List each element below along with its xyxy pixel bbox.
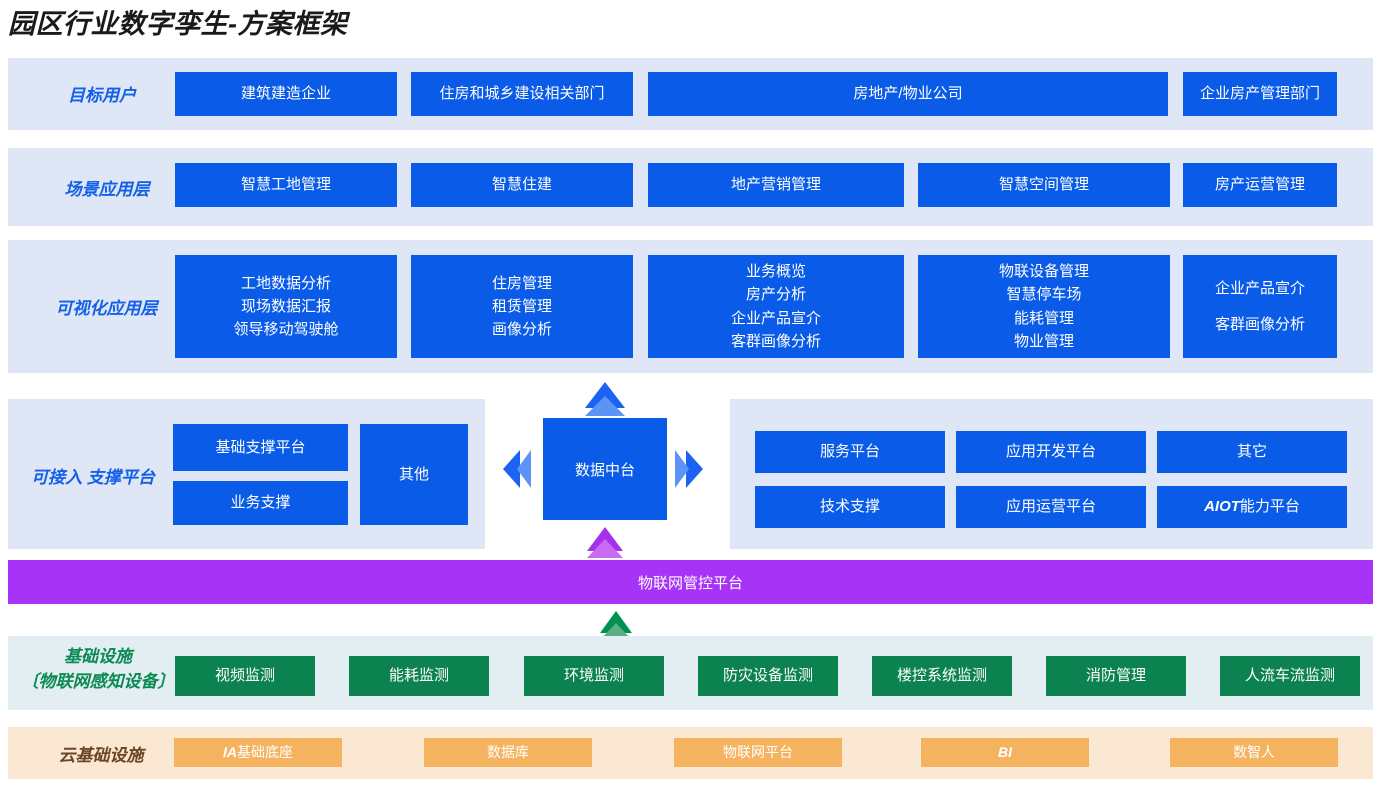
cloud-infra-box-3[interactable]: 物联网平台: [674, 738, 842, 767]
target-user-box-2[interactable]: 住房和城乡建设相关部门: [411, 72, 633, 116]
cloud-infra-box-4[interactable]: BI: [921, 738, 1089, 767]
visual-app-group-3-line-4: 客群画像分析: [730, 332, 821, 350]
arrow-right-light-icon: [675, 450, 689, 488]
support-left-box-1[interactable]: 基础支撑平台: [173, 424, 348, 471]
visual-app-group-5[interactable]: 企业产品宣介 客群画像分析: [1183, 255, 1337, 358]
infrastructure-label-line-1: 基础设施: [64, 647, 132, 666]
infrastructure-box-6[interactable]: 消防管理: [1046, 656, 1186, 696]
support-right-box-3[interactable]: 其它: [1157, 431, 1347, 473]
row-label-scenario-apps: 场景应用层: [64, 180, 150, 199]
infrastructure-box-3[interactable]: 环境监测: [524, 656, 664, 696]
visual-app-group-1-line-1: 工地数据分析: [240, 274, 331, 292]
visual-app-group-3-line-3: 企业产品宣介: [730, 309, 821, 327]
support-right-box-1[interactable]: 服务平台: [755, 431, 945, 473]
infrastructure-box-2[interactable]: 能耗监测: [349, 656, 489, 696]
cloud-box-4-label: BI: [998, 743, 1012, 760]
cloud-infra-box-1[interactable]: IA基础底座: [174, 738, 342, 767]
scenario-app-box-2[interactable]: 智慧住建: [411, 163, 633, 207]
visual-app-group-3-line-1: 业务概览: [745, 263, 806, 280]
support-right-box-6[interactable]: AIOT能力平台: [1157, 486, 1347, 528]
data-hub-box[interactable]: 数据中台: [543, 418, 667, 520]
support-right-box-4[interactable]: 技术支撑: [755, 486, 945, 528]
support-left-box-other[interactable]: 其他: [360, 424, 468, 525]
page-title: 园区行业数字孪生-方案框架: [8, 9, 348, 39]
visual-app-group-3[interactable]: 业务概览 房产分析 企业产品宣介 客群画像分析: [648, 255, 904, 358]
iot-control-platform-bar[interactable]: 物联网管控平台: [8, 560, 1373, 604]
cloud-infra-box-2[interactable]: 数据库: [424, 738, 592, 767]
visual-app-group-2-line-2: 租赁管理: [491, 297, 552, 315]
row-label-cloud-infrastructure: 云基础设施: [58, 746, 144, 765]
row-label-visual-apps: 可视化应用层: [55, 299, 158, 318]
infrastructure-box-4[interactable]: 防灾设备监测: [698, 656, 838, 696]
arrow-up-purple-light-icon: [587, 539, 623, 558]
visual-app-group-3-line-2: 房产分析: [745, 286, 806, 304]
row-label-support-platform: 可接入 支撑平台: [31, 468, 155, 487]
target-user-box-4[interactable]: 企业房产管理部门: [1183, 72, 1337, 116]
row-label-target-users: 目标用户: [68, 86, 136, 105]
arrow-up-light-icon: [585, 396, 625, 416]
visual-app-group-4-line-1: 物联设备管理: [998, 263, 1089, 280]
visual-app-group-4[interactable]: 物联设备管理 智慧停车场 能耗管理 物业管理: [918, 255, 1170, 358]
visual-app-group-5-line-2: 客群画像分析: [1214, 315, 1305, 333]
scenario-app-box-1[interactable]: 智慧工地管理: [175, 163, 397, 207]
cloud-box-1-suffix: 基础底座: [237, 743, 293, 760]
arrow-left-light-icon: [517, 450, 531, 488]
visual-app-group-4-line-2: 智慧停车场: [1006, 286, 1082, 304]
infrastructure-label-line-2: 〔物联网感知设备〕: [21, 671, 175, 691]
support-right-box-2[interactable]: 应用开发平台: [956, 431, 1146, 473]
visual-app-group-1[interactable]: 工地数据分析 现场数据汇报 领导移动驾驶舱: [175, 255, 397, 358]
visual-app-group-5-line-1: 企业产品宣介: [1214, 279, 1305, 297]
scenario-app-box-5[interactable]: 房产运营管理: [1183, 163, 1337, 207]
arrow-up-green-light-icon: [600, 623, 632, 640]
target-user-box-1[interactable]: 建筑建造企业: [175, 72, 397, 116]
cloud-infra-box-5[interactable]: 数智人: [1170, 738, 1338, 767]
target-user-box-3[interactable]: 房地产/物业公司: [648, 72, 1168, 116]
infrastructure-box-1[interactable]: 视频监测: [175, 656, 315, 696]
visual-app-group-2-line-1: 住房管理: [491, 274, 552, 292]
aiot-prefix: AIOT: [1204, 498, 1240, 516]
scenario-app-box-3[interactable]: 地产营销管理: [648, 163, 904, 207]
arrow-left-dark-icon: [503, 450, 520, 488]
visual-app-group-1-line-2: 现场数据汇报: [240, 297, 331, 315]
visual-app-group-2[interactable]: 住房管理 租赁管理 画像分析: [411, 255, 633, 358]
row-label-infrastructure: 基础设施 〔物联网感知设备〕: [18, 645, 178, 694]
support-left-box-2[interactable]: 业务支撑: [173, 481, 348, 525]
cloud-box-1-prefix: IA: [223, 743, 237, 760]
visual-app-group-4-line-4: 物业管理: [1013, 332, 1074, 350]
aiot-suffix: 能力平台: [1239, 498, 1300, 516]
visual-app-group-1-line-3: 领导移动驾驶舱: [233, 321, 339, 339]
infrastructure-box-5[interactable]: 楼控系统监测: [872, 656, 1012, 696]
scenario-app-box-4[interactable]: 智慧空间管理: [918, 163, 1170, 207]
visual-app-group-4-line-3: 能耗管理: [1013, 309, 1074, 327]
support-right-box-5[interactable]: 应用运营平台: [956, 486, 1146, 528]
arrow-right-dark-icon: [686, 450, 703, 488]
visual-app-group-2-line-3: 画像分析: [491, 321, 552, 339]
infrastructure-box-7[interactable]: 人流车流监测: [1220, 656, 1360, 696]
